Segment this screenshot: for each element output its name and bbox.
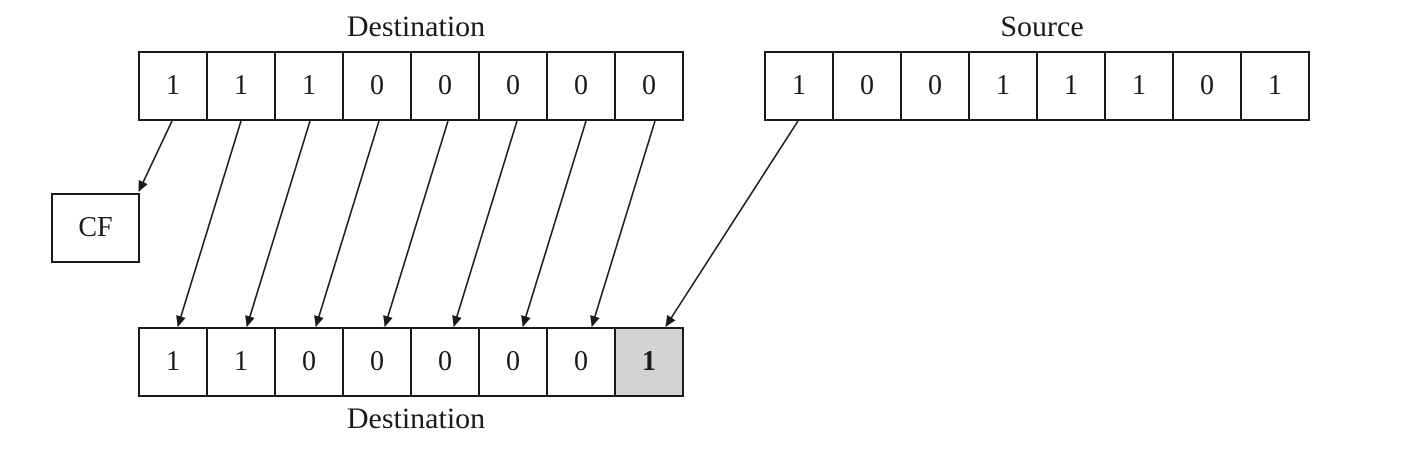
result-bit-6: 1 <box>206 327 276 397</box>
destination-result-caption: Destination <box>346 402 486 435</box>
source-bit-3: 1 <box>1036 51 1106 121</box>
destination-bit-5: 1 <box>274 51 344 121</box>
source-title: Source <box>1000 10 1084 43</box>
source-bit-6: 0 <box>832 51 902 121</box>
result-bit-3: 0 <box>410 327 480 397</box>
source-bit-4: 1 <box>968 51 1038 121</box>
destination-bit-3: 0 <box>410 51 480 121</box>
source-bit-2: 1 <box>1104 51 1174 121</box>
source-bit-1: 0 <box>1172 51 1242 121</box>
result-bit-4: 0 <box>342 327 412 397</box>
destination-title: Destination <box>346 10 486 43</box>
carry-flag-box: CF <box>51 193 140 263</box>
result-bit-1: 0 <box>546 327 616 397</box>
arrow-shift-bit-4 <box>314 120 380 327</box>
result-bit-0: 1 <box>614 327 684 397</box>
destination-bit-0: 0 <box>614 51 684 121</box>
destination-bit-2: 0 <box>478 51 548 121</box>
arrow-shift-bit-1 <box>521 120 587 327</box>
destination-bit-7: 1 <box>138 51 208 121</box>
result-bit-5: 0 <box>274 327 344 397</box>
arrow-source-msb-to-result-lsb <box>665 120 799 327</box>
destination-bit-4: 0 <box>342 51 412 121</box>
arrow-shift-bit-2 <box>452 120 518 327</box>
arrow-shift-bit-5 <box>245 120 311 327</box>
arrow-shift-bit-0 <box>590 120 656 327</box>
destination-bit-1: 0 <box>546 51 616 121</box>
arrow-shift-bit-6 <box>176 120 242 327</box>
result-bit-2: 0 <box>478 327 548 397</box>
carry-flag-label: CF <box>78 212 113 243</box>
result-bit-7: 1 <box>138 327 208 397</box>
destination-bit-6: 1 <box>206 51 276 121</box>
source-bit-0: 1 <box>1240 51 1310 121</box>
source-bit-7: 1 <box>764 51 834 121</box>
source-bit-5: 0 <box>900 51 970 121</box>
arrow-shift-bit-3 <box>383 120 449 327</box>
arrow-to-carry-flag <box>138 120 173 192</box>
